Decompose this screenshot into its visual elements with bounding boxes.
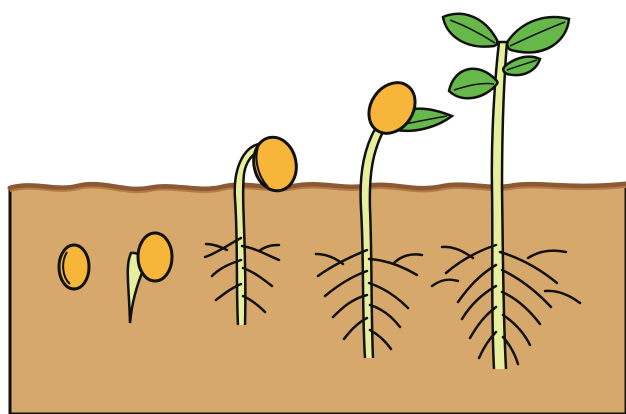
stage-seed [59,245,89,289]
soil-body [10,184,626,414]
